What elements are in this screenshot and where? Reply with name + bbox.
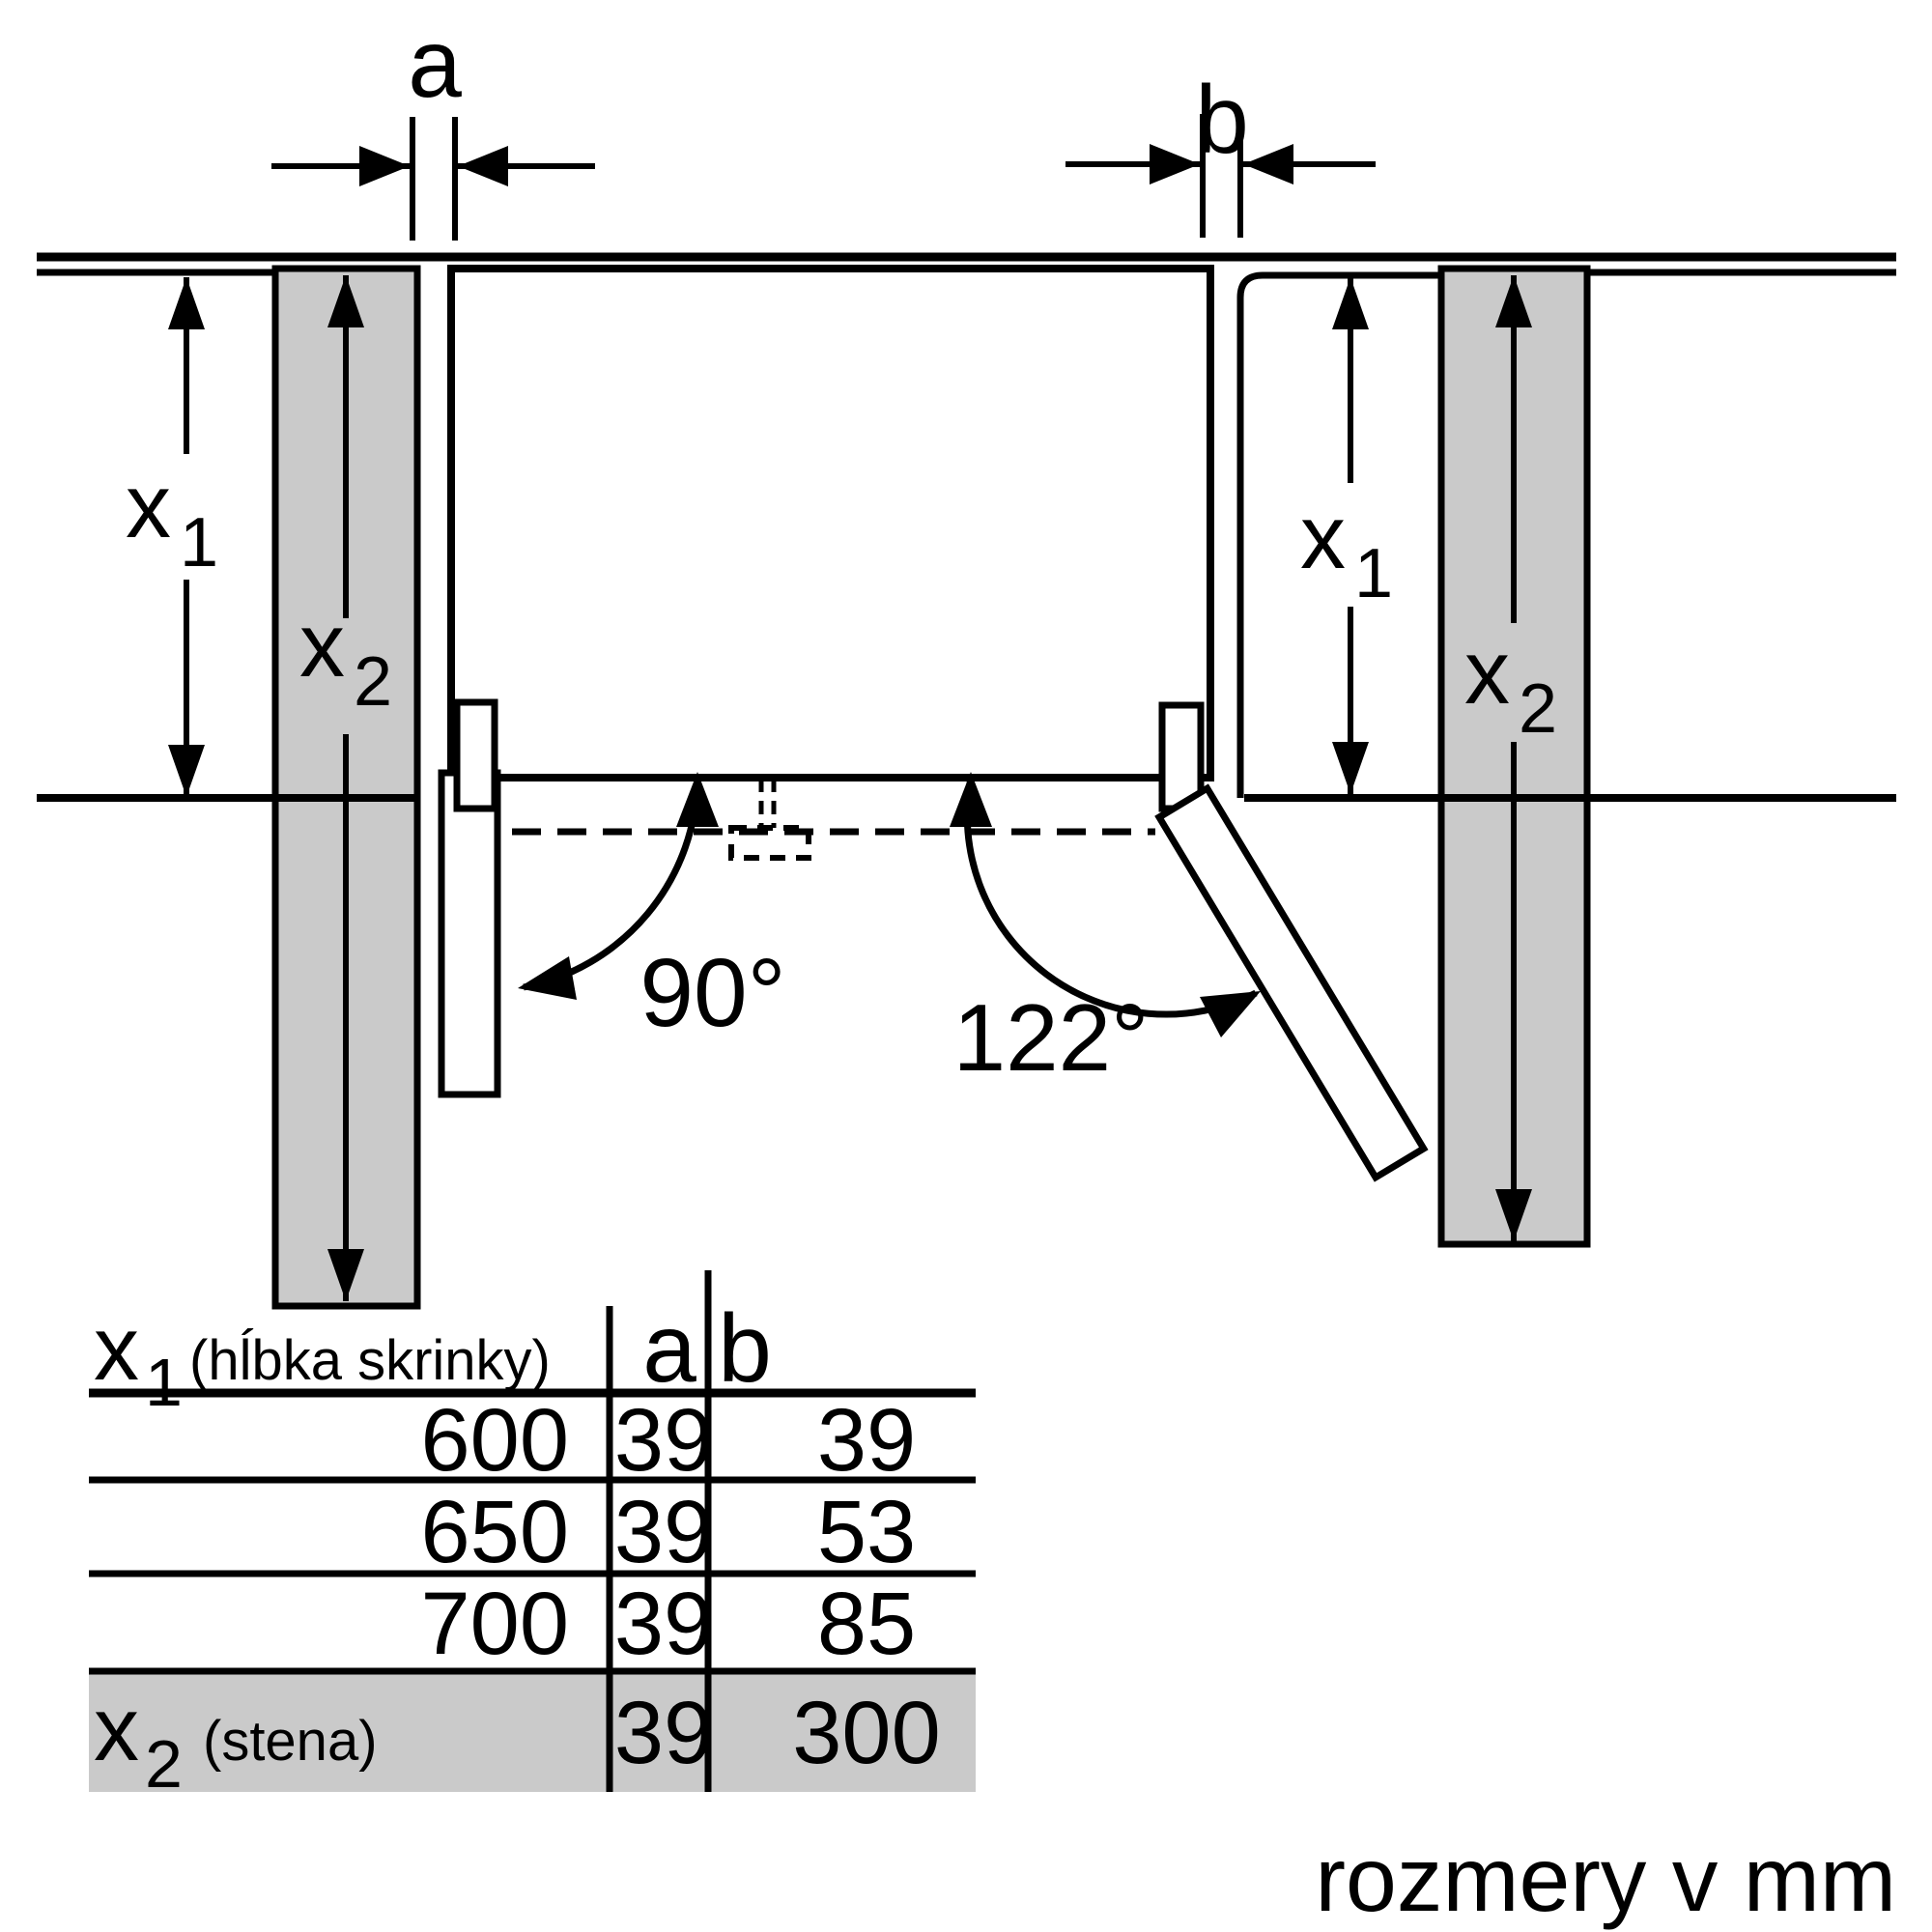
x2-right-arrowhead-up-icon: [1495, 275, 1532, 327]
x2-left-arrowhead-up-icon: [327, 275, 364, 327]
dimension-table: x 1 (hĺbka skrinky) a b 600 39 39 650 39…: [89, 1270, 976, 1802]
table-cell-a: 39: [614, 1575, 713, 1673]
table-row-wall: x 2 (stena) 39 300: [94, 1678, 941, 1802]
table-cell-b: 39: [817, 1391, 916, 1490]
right-arc-arrowhead-up-icon: [950, 772, 992, 827]
x2-left-label: x: [299, 594, 345, 696]
left-door-hinge: [453, 698, 498, 812]
right-door-open-122: [1154, 783, 1429, 1182]
units-note: rozmery v mm: [1315, 1829, 1896, 1931]
table-cell-a: 39: [614, 1391, 713, 1490]
table-wall-label: x: [94, 1678, 139, 1779]
x2-right-dimension: x 2: [1464, 275, 1557, 1241]
right-door-swing: 122°: [950, 772, 1261, 1091]
left-door-swing: 90°: [518, 772, 786, 1047]
table-header-col-b: b: [718, 1294, 772, 1403]
table-cell-b: 53: [817, 1483, 916, 1581]
x2-left-dimension: x 2: [299, 275, 392, 1301]
table-cell-x1: 700: [421, 1575, 570, 1673]
x1-right-arrowhead-up-icon: [1332, 277, 1369, 329]
x1-left-label: x: [126, 455, 171, 556]
dim-a-arrowhead-right-icon: [458, 146, 508, 186]
left-arc-arrowhead-up-icon: [676, 772, 719, 827]
x1-right-label: x: [1300, 486, 1346, 587]
table-row-650: 650 39 53: [421, 1483, 917, 1581]
table-header-x1: x: [94, 1297, 139, 1399]
table-row-600: 600 39 39: [421, 1391, 917, 1490]
table-wall-label-sub: 2: [145, 1726, 183, 1802]
dim-b-arrowhead-right-icon: [1243, 144, 1293, 185]
center-hinge-dashed-box: [728, 825, 811, 861]
table-cell-a: 39: [614, 1684, 713, 1782]
table-header-x1-sub: 1: [145, 1345, 183, 1420]
table-wall-row-band: [89, 1674, 976, 1792]
dim-b-arrowhead-left-icon: [1150, 144, 1200, 185]
right-cabinet-outline: [1236, 271, 1441, 798]
table-cell-x1: 650: [421, 1483, 570, 1581]
table-row-700: 700 39 85: [421, 1575, 917, 1673]
table-header-caption: (hĺbka skrinky): [189, 1329, 551, 1392]
x2-right-label: x: [1464, 621, 1510, 723]
x1-right-arrowhead-down-icon: [1332, 742, 1369, 794]
x1-right-label-sub: 1: [1354, 535, 1393, 612]
left-door-open-90: [438, 769, 501, 1098]
right-door-group: [1154, 783, 1429, 1182]
table-cell-b: 85: [817, 1575, 916, 1673]
x1-left-label-sub: 1: [180, 504, 218, 582]
table-cell-b: 300: [792, 1684, 941, 1782]
dim-a-arrowhead-left-icon: [359, 146, 410, 186]
right-arc-arrowhead-end-icon: [1200, 991, 1261, 1037]
x2-right-arrowhead-down-icon: [1495, 1189, 1532, 1241]
x2-left-arrowhead-down-icon: [327, 1249, 364, 1301]
table-wall-caption: (stena): [203, 1710, 378, 1773]
angle-90-label: 90°: [639, 939, 785, 1047]
dimension-a: a: [271, 10, 595, 241]
table-cell-a: 39: [614, 1483, 713, 1581]
dim-a-label: a: [408, 10, 462, 118]
x2-right-label-sub: 2: [1519, 670, 1557, 748]
x1-left-dimension: x 1: [126, 277, 218, 797]
table-header-col-a: a: [642, 1294, 696, 1403]
dimension-b: b: [1065, 66, 1376, 238]
x2-left-label-sub: 2: [354, 643, 392, 721]
appliance-body: [447, 265, 1214, 781]
table-cell-x1: 600: [421, 1391, 570, 1490]
right-door-arc: [963, 777, 1258, 1018]
x1-right-dimension: x 1: [1300, 277, 1393, 794]
left-arc-arrowhead-end-icon: [518, 956, 577, 1000]
closed-door-dashed: [512, 779, 1155, 861]
dim-b-label: b: [1195, 66, 1249, 174]
x1-left-arrowhead-up-icon: [168, 277, 205, 329]
x1-left-arrowhead-down-icon: [168, 745, 205, 797]
angle-122-label: 122°: [953, 984, 1150, 1091]
